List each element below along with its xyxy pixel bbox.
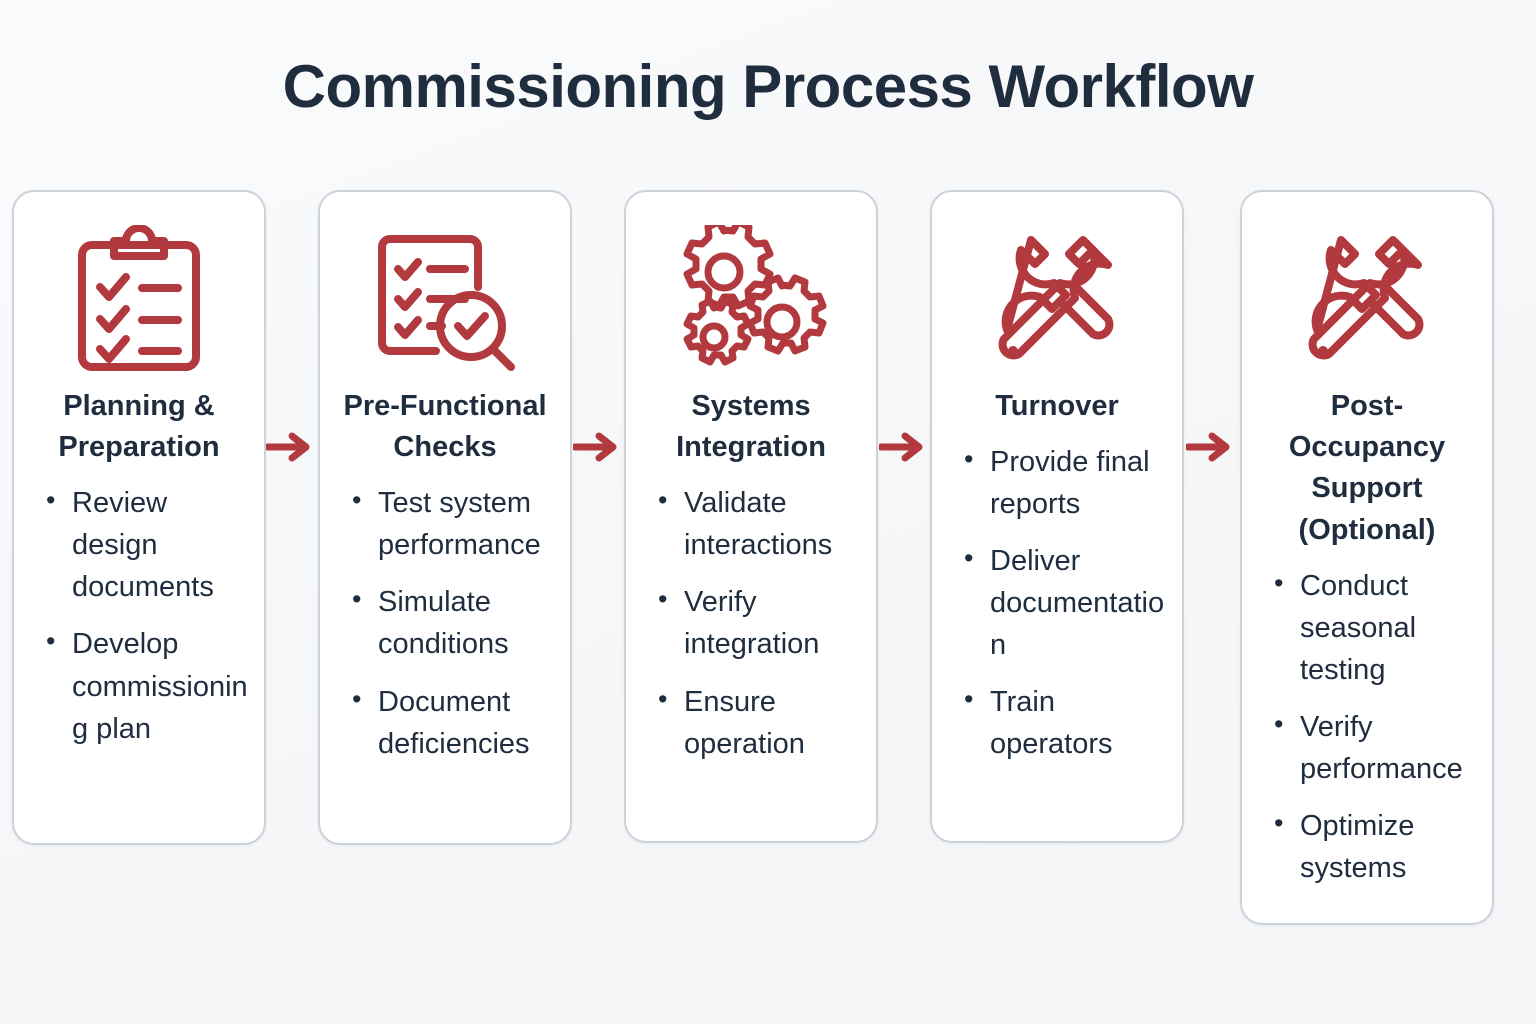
workflow-card-turnover[interactable]: Turnover Provide final reports Deliver d… [930, 190, 1184, 843]
card-title: Turnover [995, 390, 1119, 422]
list-item: Document deficiencies [352, 680, 556, 765]
list-item: Ensure operation [658, 680, 862, 765]
workflow-card-pre-functional-checks[interactable]: Pre-Functional Checks Test system perfor… [318, 190, 572, 845]
crossed-wrenches-icon [1287, 220, 1447, 380]
card-title: Pre-Functional Checks [343, 390, 547, 464]
list-item: Develop commissioning plan [46, 622, 250, 749]
card-title: Post-Occupancy Support (Optional) [1288, 390, 1446, 546]
list-item: Test system performance [352, 481, 556, 566]
clipboard-checklist-icon [59, 220, 219, 380]
card-title: Systems Integration [676, 390, 826, 464]
card-bullet-list: Test system performance Simulate conditi… [330, 481, 560, 779]
list-item: Provide final reports [964, 440, 1168, 525]
card-bullet-list: Conduct seasonal testing Verify performa… [1252, 564, 1482, 904]
gears-icon [671, 220, 831, 380]
list-item: Deliver documentation [964, 539, 1168, 666]
arrow-1 [264, 430, 312, 464]
list-item: Conduct seasonal testing [1274, 564, 1478, 691]
page-title: Commissioning Process Workflow [282, 53, 1254, 120]
list-item: Verify performance [1274, 705, 1478, 790]
list-item: Train operators [964, 680, 1168, 765]
workflow-card-planning-preparation[interactable]: Planning & Preparation Review design doc… [12, 190, 266, 845]
list-item: Review design documents [46, 481, 250, 608]
card-title: Planning & Preparation [58, 390, 220, 464]
list-item: Validate interactions [658, 481, 862, 566]
card-bullet-list: Validate interactions Verify integration… [636, 481, 866, 779]
card-bullet-list: Review design documents Develop commissi… [24, 481, 254, 764]
document-search-check-icon [365, 220, 525, 380]
workflow-card-systems-integration[interactable]: Systems Integration Validate interaction… [624, 190, 878, 843]
arrow-2 [571, 430, 619, 464]
arrow-3 [877, 430, 925, 464]
list-item: Simulate conditions [352, 580, 556, 665]
arrow-4 [1184, 430, 1232, 464]
workflow-card-post-occupancy-support[interactable]: Post-Occupancy Support (Optional) Conduc… [1240, 190, 1494, 925]
list-item: Verify integration [658, 580, 862, 665]
list-item: Optimize systems [1274, 804, 1478, 889]
card-bullet-list: Provide final reports Deliver documentat… [942, 440, 1172, 780]
crossed-wrenches-icon [977, 220, 1137, 380]
